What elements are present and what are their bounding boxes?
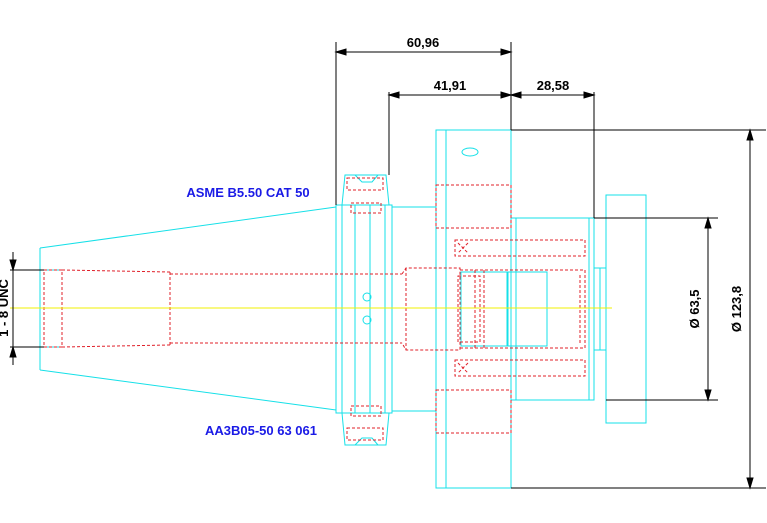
pilot: [510, 217, 595, 401]
dim-body-diameter-label: Ø 123,8: [729, 286, 744, 332]
neck: [391, 206, 437, 412]
dim-pilot-diameter-label: Ø 63,5: [687, 289, 702, 328]
dim-overall-length-label: 60,96: [407, 35, 440, 50]
main-body: [435, 129, 512, 489]
labels: 60,96 41,91 28,58 Ø 63,5 Ø 123,8 1 - 8 U…: [0, 35, 744, 438]
drive-key-top: [435, 184, 512, 229]
dimension-lines: [9, 42, 766, 490]
spec-annotation: ASME B5.50 CAT 50: [186, 185, 309, 200]
hidden-lines: [43, 177, 586, 441]
face-plate: [605, 194, 647, 424]
dim-drawbar-thread-label: 1 - 8 UNC: [0, 278, 11, 336]
dim-flange-to-face-label: 41,91: [434, 78, 467, 93]
taper-bottom-edge: [39, 369, 337, 411]
flange-body: [335, 204, 393, 414]
drive-key-bottom: [435, 389, 512, 434]
taper-top-edge: [39, 206, 337, 249]
coolant-hole: [461, 147, 479, 157]
part-number-annotation: AA3B05-50 63 061: [205, 423, 317, 438]
dim-pilot-length-label: 28,58: [537, 78, 570, 93]
part-outline: [39, 129, 647, 489]
